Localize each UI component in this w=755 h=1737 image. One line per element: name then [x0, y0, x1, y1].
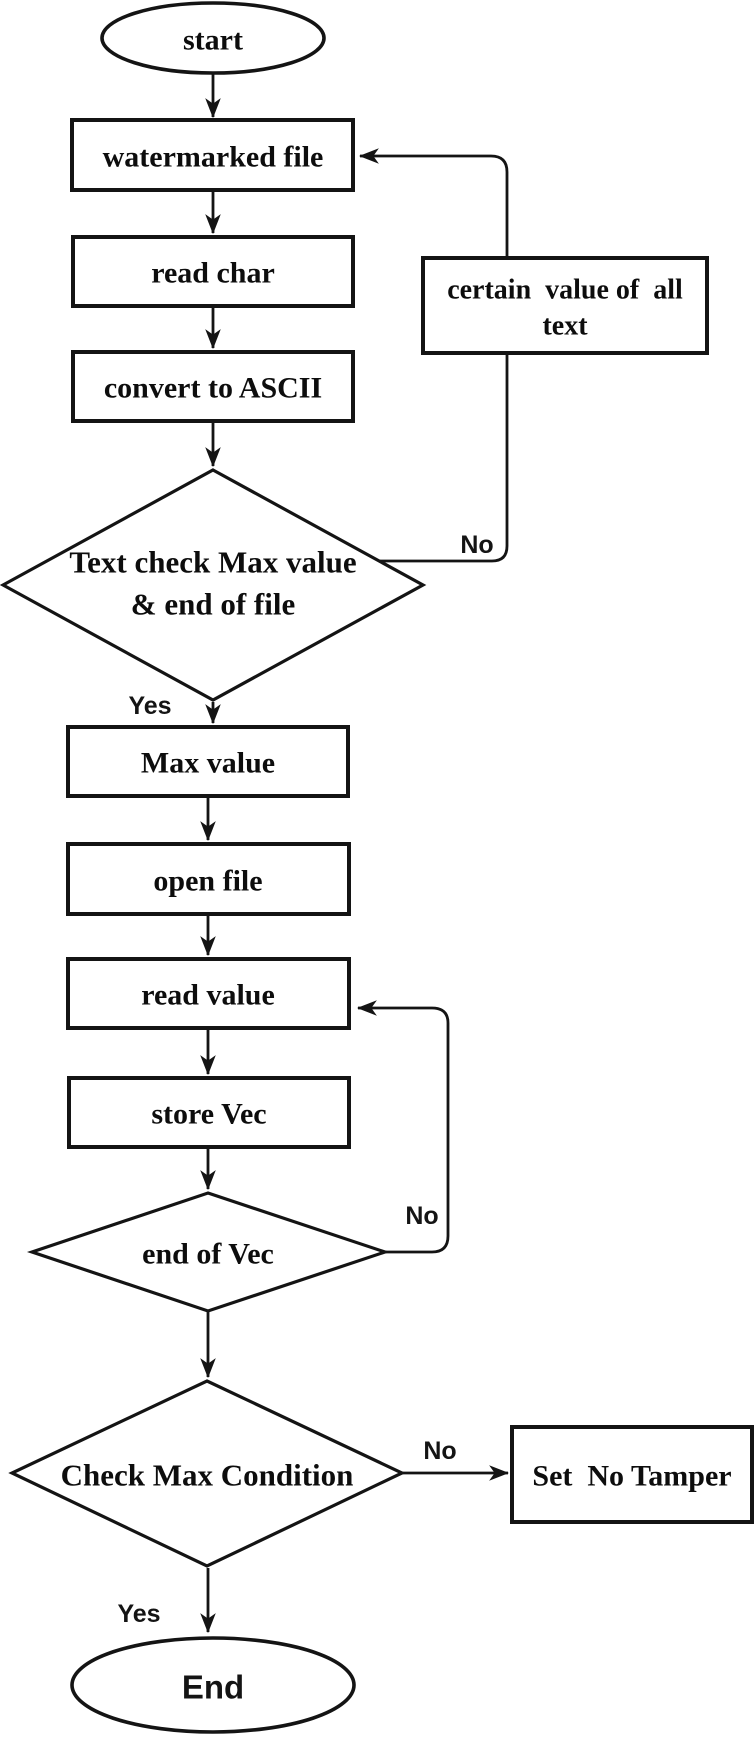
node-watermarked-file: watermarked file [70, 118, 355, 192]
check-max-no-label: No [423, 1437, 456, 1465]
node-certain-value: certain value of all text [421, 256, 709, 355]
store-vec-label: store Vec [151, 1098, 266, 1131]
read-char-box [71, 235, 355, 308]
node-store-vec: store Vec [67, 1076, 351, 1149]
text-check-yes-label: Yes [128, 692, 171, 720]
text-check-label-line2: & end of file [131, 587, 295, 622]
open-file-label: open file [153, 865, 262, 898]
max-value-box [66, 725, 350, 798]
check-max-yes-label: Yes [117, 1600, 160, 1628]
end-of-vec-no-label: No [405, 1202, 438, 1230]
node-convert-to-ascii: convert to ASCII [71, 350, 355, 423]
end-of-vec-label: end of Vec [142, 1238, 274, 1271]
read-value-label: read value [141, 979, 275, 1012]
node-open-file: open file [66, 842, 351, 916]
node-end-of-vec: end of Vec [26, 1191, 391, 1313]
node-read-char: read char [71, 235, 355, 308]
node-set-no-tamper: Set No Tamper [510, 1425, 754, 1524]
store-vec-box [67, 1076, 351, 1149]
edge-textcheck-no-to-certainvalue [379, 354, 509, 563]
end-ellipse [70, 1636, 356, 1734]
check-max-label: Check Max Condition [61, 1458, 354, 1493]
check-max-diamond [8, 1379, 406, 1568]
text-check-diamond [0, 468, 427, 702]
node-text-check: Text check Max value & end of file [0, 468, 427, 702]
node-read-value: read value [66, 957, 351, 1030]
convert-to-ascii-box [71, 350, 355, 423]
node-check-max: Check Max Condition [8, 1379, 406, 1568]
end-of-vec-diamond [26, 1191, 391, 1313]
end-label: End [182, 1669, 244, 1706]
read-value-box [66, 957, 351, 1030]
edge-certainvalue-to-watermarked [358, 148, 509, 257]
text-check-no-label: No [460, 531, 493, 559]
certain-value-label-line2: text [542, 311, 588, 342]
node-max-value: Max value [66, 725, 350, 798]
text-check-label-line1: Text check Max value [69, 545, 356, 580]
edge-endofvec-no-to-readvalue [356, 1000, 450, 1254]
max-value-label: Max value [141, 747, 275, 780]
certain-value-box [421, 256, 709, 355]
set-no-tamper-label: Set No Tamper [532, 1460, 731, 1493]
start-label: start [183, 24, 243, 57]
start-ellipse [100, 1, 326, 75]
watermarked-file-box [70, 118, 355, 192]
set-no-tamper-box [510, 1425, 754, 1524]
certain-value-label-line1: certain value of all [447, 275, 683, 306]
node-start: start [100, 1, 326, 75]
open-file-box [66, 842, 351, 916]
convert-to-ascii-label: convert to ASCII [104, 372, 322, 405]
read-char-label: read char [151, 257, 275, 290]
watermarked-file-label: watermarked file [103, 141, 324, 174]
node-end: End [70, 1636, 356, 1734]
